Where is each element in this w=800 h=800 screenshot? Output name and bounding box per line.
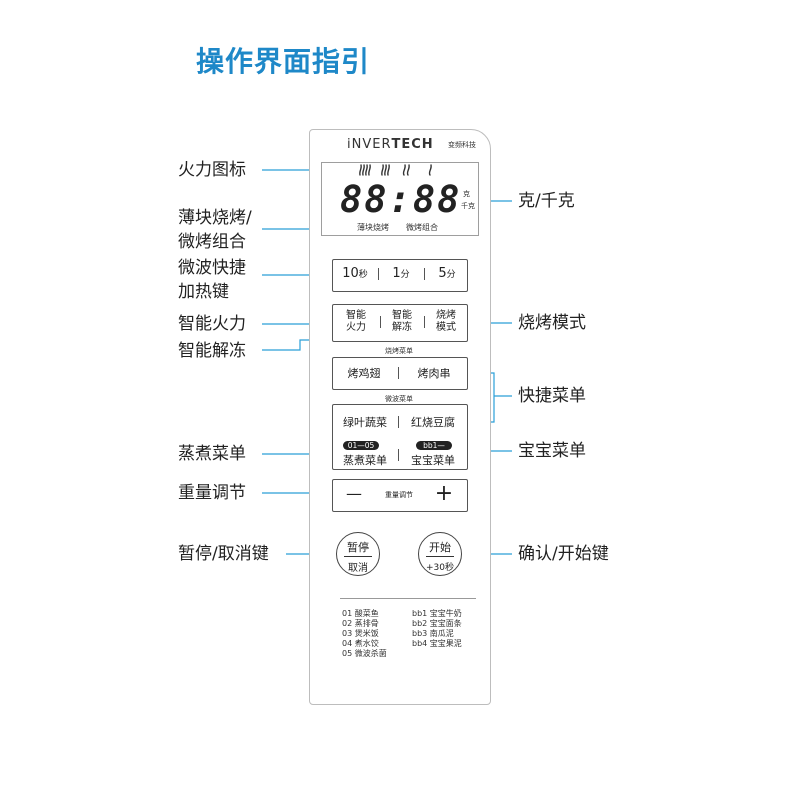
plus30-label: +30秒 [426, 563, 454, 573]
display-label-micro-grill: 微烤组合 [406, 223, 438, 232]
list-item: bb1 宝宝牛奶 [412, 609, 462, 618]
braised-tofu-button[interactable]: 红烧豆腐 [411, 416, 455, 429]
steam-range-badge: 01—05 [343, 441, 379, 450]
weight-label: 重量调节 [385, 491, 413, 499]
callout-thin-grill-1: 薄块烧烤/ [178, 208, 252, 228]
callout-fire-icon: 火力图标 [178, 160, 246, 180]
grill-skewer-button[interactable]: 烤肉串 [417, 367, 451, 380]
micro-menu-panel [332, 404, 468, 470]
callout-grill-mode: 烧烤模式 [518, 313, 586, 333]
list-item: 01 酸菜鱼 [342, 609, 379, 618]
grill-mode-button[interactable]: 烧烤模式 [436, 310, 456, 333]
callout-thin-grill-2: 微烤组合 [178, 232, 246, 252]
divider [398, 416, 399, 428]
micro-menu-label: 微波菜单 [385, 395, 413, 403]
list-item: bb4 宝宝果泥 [412, 639, 462, 648]
display-label-thin-grill: 薄块烧烤 [357, 223, 389, 232]
callout-quick-heat-1: 微波快捷 [178, 258, 246, 278]
smart-panel [332, 304, 468, 342]
list-item: bb3 南瓜泥 [412, 629, 454, 638]
start-confirm-button[interactable] [418, 532, 462, 576]
divider [426, 556, 454, 557]
fire-power-icon [359, 164, 432, 176]
divider [380, 316, 381, 328]
brand-logo: iNVERTECH [347, 137, 434, 152]
callout-pause-cancel: 暂停/取消键 [178, 544, 269, 564]
divider [340, 598, 476, 599]
callout-quick-menu: 快捷菜单 [518, 386, 586, 406]
callout-baby-menu: 宝宝菜单 [518, 441, 586, 461]
brand-subtitle: 变频科技 [448, 141, 476, 149]
cancel-label: 取消 [348, 563, 368, 574]
divider [424, 316, 425, 328]
callout-weight-adjust: 重量调节 [178, 483, 246, 503]
pause-label: 暂停 [347, 541, 369, 554]
divider [398, 449, 399, 461]
divider [344, 556, 372, 557]
baby-menu-button[interactable]: 宝宝菜单 [411, 454, 455, 467]
start-label: 开始 [429, 541, 451, 554]
callout-smart-defrost: 智能解冻 [178, 341, 246, 361]
callout-smart-power: 智能火力 [178, 314, 246, 334]
divider [398, 367, 399, 379]
grill-menu-panel [332, 357, 468, 390]
list-item: 03 煲米饭 [342, 629, 379, 638]
list-item: bb2 宝宝面条 [412, 619, 462, 628]
divider [378, 268, 379, 280]
smart-defrost-button[interactable]: 智能解冻 [392, 310, 412, 333]
unit-kilogram: 千克 [461, 202, 475, 210]
steam-menu-button[interactable]: 蒸煮菜单 [343, 454, 387, 467]
quick-10s-button[interactable]: 10秒 [342, 266, 368, 281]
pause-cancel-button[interactable] [336, 532, 380, 576]
baby-range-badge: bb1—bb4 [416, 441, 452, 459]
callout-quick-heat-2: 加热键 [178, 282, 229, 302]
list-item: 04 煮水饺 [342, 639, 379, 648]
recipe-list-right: bb1 宝宝牛奶 bb2 宝宝面条 bb3 南瓜泥 bb4 宝宝果泥 [412, 609, 462, 649]
divider [424, 268, 425, 280]
quick-5min-button[interactable]: 5分 [438, 266, 456, 281]
list-item: 02 蒸排骨 [342, 619, 379, 628]
quick-1min-button[interactable]: 1分 [392, 266, 410, 281]
weight-minus-button[interactable]: — [346, 484, 362, 503]
recipe-list-left: 01 酸菜鱼 02 蒸排骨 03 煲米饭 04 煮水饺 05 微波杀菌 [342, 609, 387, 659]
callout-steam-menu: 蒸煮菜单 [178, 444, 246, 464]
unit-gram: 克 [463, 190, 470, 198]
quick-heat-panel [332, 259, 468, 292]
display-digits: 88:88 [340, 178, 462, 221]
grill-menu-label: 烧烤菜单 [385, 347, 413, 355]
lcd-display [321, 162, 479, 236]
callout-confirm-start: 确认/开始键 [518, 544, 609, 564]
grill-wings-button[interactable]: 烤鸡翅 [347, 367, 381, 380]
weight-plus-button[interactable]: + [434, 481, 454, 506]
weight-panel [332, 479, 468, 512]
smart-power-button[interactable]: 智能火力 [346, 310, 366, 333]
list-item: 05 微波杀菌 [342, 649, 387, 658]
page-title: 操作界面指引 [196, 45, 371, 78]
callout-gram-kg: 克/千克 [518, 191, 575, 211]
green-veg-button[interactable]: 绿叶蔬菜 [343, 416, 387, 429]
